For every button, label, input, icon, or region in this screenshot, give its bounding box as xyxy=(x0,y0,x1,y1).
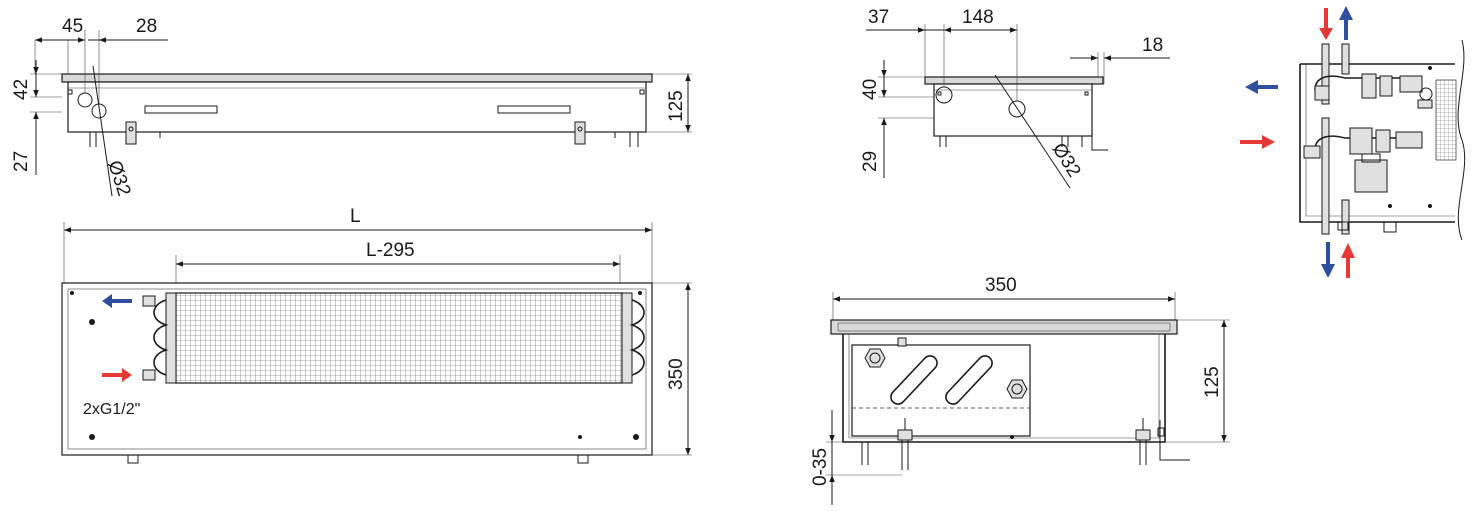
dim-125-side: 125 xyxy=(666,90,687,122)
blue-arrow-icon xyxy=(1339,6,1353,40)
blue-arrow-icon xyxy=(102,294,132,308)
dim-350-top: 350 xyxy=(666,358,687,390)
dim-0-35: 0-35 xyxy=(810,448,831,486)
dim-350-section: 350 xyxy=(985,275,1017,296)
dim-L-295: L-295 xyxy=(366,240,415,261)
blue-arrow-icon xyxy=(1321,242,1335,278)
dim-dia32-end: Ø32 xyxy=(1048,140,1085,182)
red-arrow-icon xyxy=(1341,243,1355,278)
dim-28: 28 xyxy=(136,16,157,37)
red-arrow-icon xyxy=(102,368,132,382)
dim-L: L xyxy=(350,206,361,227)
dim-29: 29 xyxy=(860,151,881,172)
side-view: 45 28 42 27 125 Ø32 xyxy=(11,16,692,199)
red-arrow-icon xyxy=(1240,135,1275,149)
dim-37: 37 xyxy=(868,7,889,28)
dim-148: 148 xyxy=(962,7,994,28)
red-arrow-icon xyxy=(1319,8,1333,40)
dim-42: 42 xyxy=(11,79,32,100)
dim-27: 27 xyxy=(11,151,32,172)
blue-arrow-icon xyxy=(1245,80,1278,94)
top-view: L L-295 2xG1/2" xyxy=(61,206,692,464)
dim-18: 18 xyxy=(1142,35,1163,56)
dim-45: 45 xyxy=(62,16,83,37)
dim-125-section: 125 xyxy=(1202,366,1223,398)
dim-40: 40 xyxy=(860,79,881,100)
section-view: 350 125 xyxy=(810,275,1230,505)
valve-detail-view xyxy=(1240,6,1466,278)
connection-label: 2xG1/2" xyxy=(83,401,140,418)
end-view: 37 148 18 40 29 Ø32 xyxy=(860,7,1170,189)
dim-dia32-side: Ø32 xyxy=(103,158,134,199)
